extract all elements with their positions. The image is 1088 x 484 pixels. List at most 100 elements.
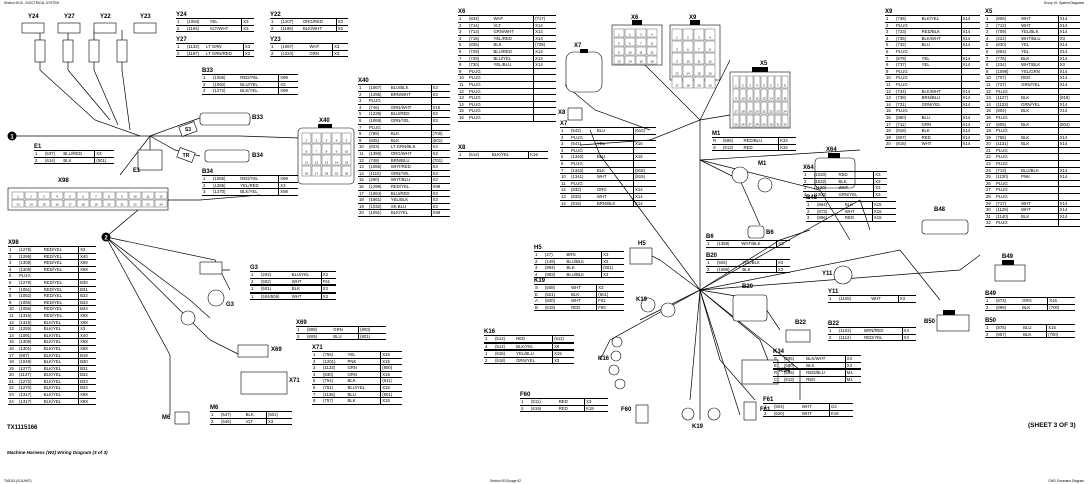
color-cell: BLK/WHT <box>301 25 337 33</box>
destination-cell: X14 <box>1057 48 1080 56</box>
destination-cell: X15 <box>430 104 450 112</box>
pin-number: 5 <box>676 48 678 52</box>
color-cell: PNK <box>1020 173 1059 181</box>
color-cell: BLU/BLK <box>565 258 602 266</box>
wire-number-cell: (595) <box>783 369 806 377</box>
wire-number-cell: (1224) <box>280 50 309 58</box>
pin-number: 8 <box>108 195 110 199</box>
pin-cell: 4 <box>312 371 322 379</box>
pin-cell: 2 <box>458 22 468 30</box>
color-cell <box>595 147 634 155</box>
wire-number-cell: (1131) <box>995 140 1021 148</box>
pin-cell: 3 <box>885 28 895 36</box>
color-cell: BLK <box>346 397 381 405</box>
destination-cell: X14 <box>960 88 980 96</box>
pin-number: 10 <box>628 51 632 55</box>
color-cell: RED/YEL <box>42 312 79 320</box>
pin-cell: 2 <box>985 304 995 312</box>
wire-number-cell: PLUG <box>995 153 1021 162</box>
pin-cell: 19 <box>885 134 895 142</box>
color-cell: RED <box>742 144 779 152</box>
wire-number-cell: (715) <box>468 35 493 43</box>
color-cell <box>1020 114 1059 122</box>
destination-cell: X3 <box>596 284 624 292</box>
marker-2: 2 <box>101 232 111 242</box>
pin-cell <box>250 284 260 287</box>
pin-cavity <box>37 199 51 208</box>
color-cell <box>1020 160 1059 168</box>
y23-connector-body <box>133 22 157 34</box>
color-cell: RED <box>515 335 553 343</box>
wire-number-cell: (250) <box>368 176 390 184</box>
wire-number-cell: (613) <box>722 144 743 152</box>
pin-cell: 2 <box>8 253 18 261</box>
pin-number: 13 <box>325 161 329 165</box>
destination-cell <box>960 107 980 115</box>
wire-number-cell: PLUG <box>468 88 493 96</box>
destination-cell: (701) <box>430 157 450 165</box>
color-cell <box>1020 180 1059 188</box>
wire-number-cell: (501) <box>260 285 291 293</box>
color-cell: BLK/YEL <box>490 151 529 159</box>
pin-cavity <box>682 40 694 53</box>
color-cell: RED/YEL <box>42 286 79 294</box>
pin-number: 7 <box>640 42 642 46</box>
color-cell: YEL <box>208 18 242 26</box>
pin-cell: 7 <box>560 167 570 175</box>
wire-number-cell: PLUG <box>895 48 921 56</box>
destination-cell: X3 <box>332 43 348 51</box>
pin-cell: 2 <box>828 334 838 342</box>
pin-number: 1 <box>618 33 620 37</box>
destination-cell: M1 <box>844 369 861 377</box>
pin-number: 22 <box>133 203 137 207</box>
pin-cavity <box>671 76 683 89</box>
pin-cell: 2 <box>176 25 186 33</box>
wire-number-cell: (1279) <box>18 279 43 287</box>
destination-cell: X98 <box>78 259 96 267</box>
wire-number-cell: (514) <box>494 343 516 351</box>
color-cell <box>595 160 634 168</box>
wire-number-cell: (1207) <box>280 18 302 26</box>
destination-cell <box>960 22 980 30</box>
pin-number: 8 <box>326 150 328 154</box>
color-cell: YEL/BLK <box>389 196 431 204</box>
pin-cavity <box>341 143 352 155</box>
pin-number: 4 <box>56 195 58 199</box>
label-x9-comp: X9 <box>689 15 697 21</box>
m6-motor-body <box>174 411 190 425</box>
destination-cell: X14 <box>533 22 556 30</box>
pin-number: 3 <box>749 84 751 88</box>
pin-cell: 18 <box>358 196 368 204</box>
table-title-m1: M1 <box>712 131 721 137</box>
table-title-x64: X64 <box>803 165 814 171</box>
destination-cell: X14 <box>533 28 556 36</box>
figure-id: TX1115166 <box>7 425 38 431</box>
pin-cell: 11 <box>458 81 468 89</box>
pin-cell: 26 <box>985 180 995 188</box>
pin-number: 17 <box>315 172 319 176</box>
destination-cell: X15 <box>632 153 656 161</box>
wire-number-cell: (833) <box>570 193 596 201</box>
table-title-b49: B49 <box>985 291 997 297</box>
color-cell: GRN/YEL <box>389 170 431 178</box>
pin-cell: 1 <box>560 127 570 135</box>
wire-number-cell: PLUG <box>895 22 921 30</box>
wire-number-cell: (1112) <box>838 334 864 342</box>
pin-cell: 2 <box>534 258 544 266</box>
color-cell: BLK <box>595 167 634 175</box>
destination-cell: X14 <box>1057 213 1080 221</box>
pin-cell: 11 <box>885 81 895 89</box>
